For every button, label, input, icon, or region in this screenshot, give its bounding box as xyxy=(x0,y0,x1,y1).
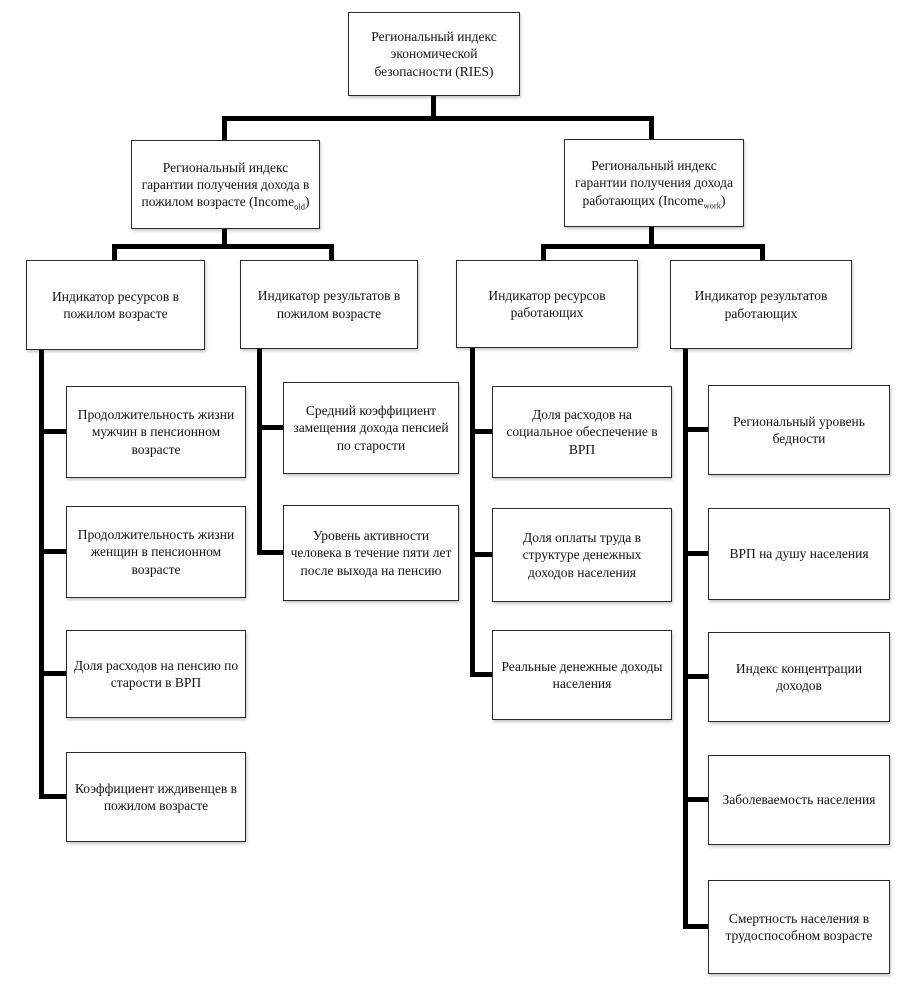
leaf-labor-pay-share: Доля оплаты труда в структуре денежных д… xyxy=(492,508,672,602)
leaf-label: Индекс концентрации доходов xyxy=(735,660,863,693)
node-indicator-resources-work: Индикатор ресурсов работающих xyxy=(456,260,638,348)
leaf-label: ВРП на душу населения xyxy=(729,546,869,562)
leaf-label: Продолжительность жизни мужчин в пенсион… xyxy=(77,407,235,457)
connector-to-indicator-2 xyxy=(329,246,334,260)
connector-to-income-work xyxy=(649,118,654,139)
connector-right-horizontal xyxy=(541,244,765,249)
stub-col4-4 xyxy=(683,797,708,802)
leaf-pension-spending-share: Доля расходов на пенсию по старости в ВР… xyxy=(66,630,246,718)
leaf-label: Уровень активности человека в течение пя… xyxy=(290,528,452,578)
leaf-label: Региональный уровень бедности xyxy=(733,413,865,446)
income-old-close: ) xyxy=(305,194,310,210)
leaf-label: Смертность населения в трудоспособном во… xyxy=(725,910,873,943)
leaf-label: Доля оплаты труда в структуре денежных д… xyxy=(522,530,642,580)
node-indicator-results-work: Индикатор результатов работающих xyxy=(670,260,852,349)
node-income-work: Региональный индекс гарантии получения д… xyxy=(564,139,744,227)
connector-income-work-down xyxy=(649,227,654,244)
leaf-working-age-mortality: Смертность населения в трудоспособном во… xyxy=(708,880,890,974)
stub-col1-4 xyxy=(39,794,66,799)
income-old-subscript: old xyxy=(294,201,306,212)
leaf-elderly-dependency-ratio: Коэффициент иждивенцев в пожилом возраст… xyxy=(66,752,246,842)
leaf-replacement-ratio: Средний коэффициент замещения дохода пен… xyxy=(283,382,459,474)
node-income-old-label: Региональный индекс гарантии получения д… xyxy=(137,159,314,211)
leaf-label: Коэффициент иждивенцев в пожилом возраст… xyxy=(74,780,238,813)
stub-col1-3 xyxy=(39,671,66,676)
stub-col1-1 xyxy=(39,429,66,434)
connector-top-horizontal xyxy=(222,116,654,121)
stub-col4-2 xyxy=(683,551,708,556)
income-work-text: Региональный индекс гарантии получения д… xyxy=(574,158,734,208)
leaf-life-expectancy-men: Продолжительность жизни мужчин в пенсион… xyxy=(66,386,246,478)
connector-to-indicator-3 xyxy=(541,246,546,260)
stub-col4-3 xyxy=(683,674,708,679)
leaf-label: Доля расходов на пенсию по старости в ВР… xyxy=(73,657,239,690)
leaf-real-money-income: Реальные денежные доходы населения xyxy=(492,630,672,720)
leaf-label: Реальные денежные доходы населения xyxy=(501,658,663,691)
node-income-old: Региональный индекс гарантии получения д… xyxy=(131,140,320,229)
connector-root-down xyxy=(431,96,436,118)
stub-col1-2 xyxy=(39,549,66,554)
trunk-col1 xyxy=(39,350,44,799)
stub-col2-2 xyxy=(257,550,283,555)
leaf-income-concentration-index: Индекс концентрации доходов xyxy=(708,632,890,722)
node-ries-root-label: Региональный индекс экономической безопа… xyxy=(371,29,497,79)
leaf-grp-per-capita: ВРП на душу населения xyxy=(708,508,890,600)
leaf-label: Продолжительность жизни женщин в пенсион… xyxy=(77,527,235,577)
stub-col4-1 xyxy=(683,427,708,432)
connector-left-horizontal xyxy=(112,244,334,249)
leaf-activity-after-retirement: Уровень активности человека в течение пя… xyxy=(283,505,459,601)
stub-col3-1 xyxy=(470,429,492,434)
stub-col3-3 xyxy=(470,672,492,677)
income-old-text: Региональный индекс гарантии получения д… xyxy=(141,159,310,210)
stub-col3-2 xyxy=(470,552,492,557)
node-income-work-label: Региональный индекс гарантии получения д… xyxy=(570,157,738,209)
leaf-label: Заболеваемость населения xyxy=(722,792,876,808)
node-ries-root: Региональный индекс экономической безопа… xyxy=(348,12,520,96)
connector-to-indicator-1 xyxy=(112,246,117,260)
trunk-col2 xyxy=(257,349,262,555)
leaf-social-security-spending: Доля расходов на социальное обеспечение … xyxy=(492,386,672,478)
node-indicator-results-old: Индикатор результатов в пожилом возрасте xyxy=(240,260,418,349)
indicator-label: Индикатор ресурсов в пожилом возрасте xyxy=(52,288,179,321)
indicator-label: Индикатор ресурсов работающих xyxy=(488,287,606,320)
income-work-subscript: work xyxy=(703,200,722,211)
leaf-population-morbidity: Заболеваемость населения xyxy=(708,755,890,845)
indicator-label: Индикатор результатов работающих xyxy=(694,288,828,321)
leaf-life-expectancy-women: Продолжительность жизни женщин в пенсион… xyxy=(66,506,246,598)
leaf-label: Средний коэффициент замещения дохода пен… xyxy=(293,403,449,453)
income-work-close: ) xyxy=(721,192,726,208)
connector-to-indicator-4 xyxy=(760,246,765,260)
trunk-col4 xyxy=(683,349,688,927)
indicator-label: Индикатор результатов в пожилом возрасте xyxy=(257,288,401,321)
connector-to-income-old xyxy=(222,118,227,140)
node-indicator-resources-old: Индикатор ресурсов в пожилом возрасте xyxy=(26,260,205,350)
connector-income-old-down xyxy=(222,229,227,244)
stub-col2-1 xyxy=(257,425,283,430)
trunk-col3 xyxy=(470,348,475,677)
stub-col4-5 xyxy=(683,924,708,929)
leaf-label: Доля расходов на социальное обеспечение … xyxy=(506,407,658,457)
leaf-regional-poverty-level: Региональный уровень бедности xyxy=(708,385,890,475)
